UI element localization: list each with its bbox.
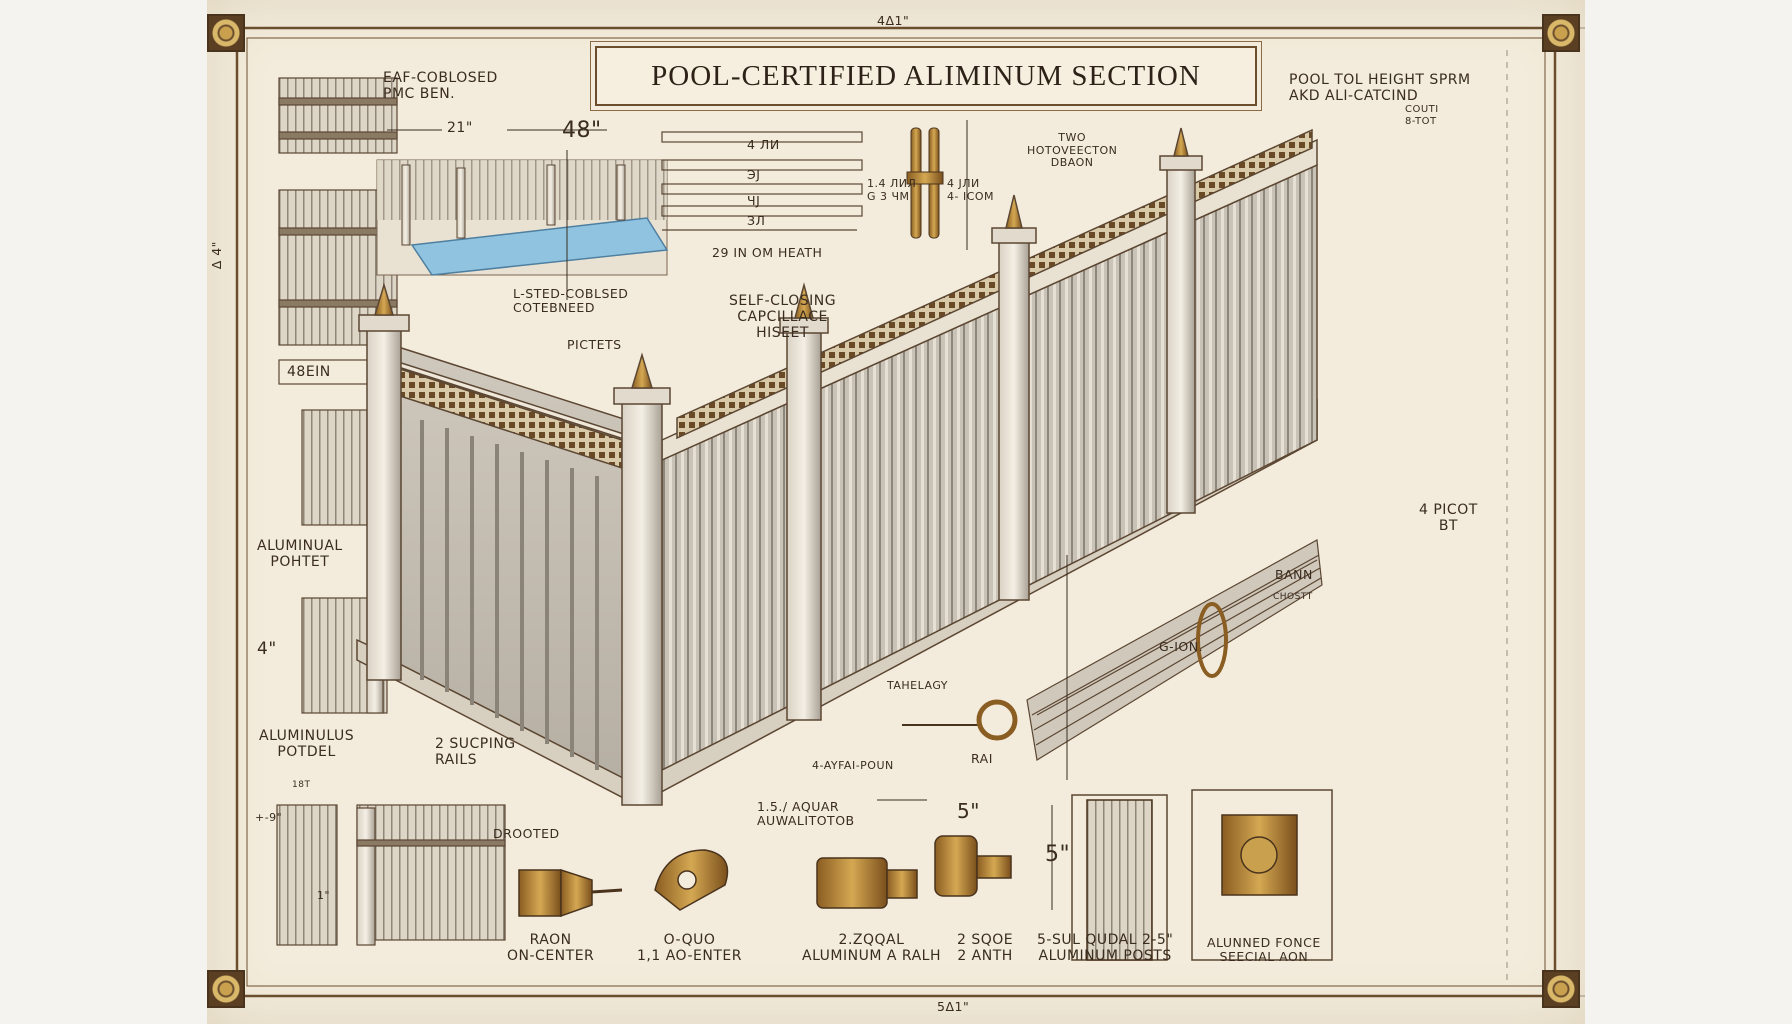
label-bottom-4: 2 SQOE 2 ANTH <box>957 932 1014 965</box>
rail-mark-4: ЗЛ <box>747 213 766 228</box>
dim-5: 5" <box>957 799 980 823</box>
main-fence-assembly <box>356 127 1318 806</box>
thumbnail-fences-left <box>276 77 506 946</box>
rail-mark-2: ЭЈ <box>747 167 761 182</box>
frame-mark-bottom: 5Δ1" <box>937 999 970 1014</box>
label-bottom-1: RAON ON-CENTER <box>507 932 595 965</box>
label-four-picot: 4 PICOT BT <box>1419 502 1478 535</box>
dimension-lines <box>387 50 1508 980</box>
label-small-9: +-9" <box>255 811 283 824</box>
blueprint-drawing <box>207 26 1585 998</box>
frame-mark-top: 4Δ1" <box>877 13 910 28</box>
label-alum-picket: ALUMINUAL POHTET <box>257 538 343 571</box>
label-two-hot: TWO HOTOVEECTON DBAON <box>1027 131 1118 170</box>
label-self-closing-center: SELF-CLOSING CAPCILLACE HISEET <box>729 293 837 342</box>
rail-mark-1: 4 ЛИ <box>747 137 780 152</box>
label-small-1: 1" <box>317 889 331 902</box>
dim-29: 29 IN OM HEATH <box>712 245 823 260</box>
label-tahelagy: TAHELAGY <box>887 679 949 692</box>
label-side-4: 4" <box>257 639 277 659</box>
label-bann-small: CHOSTT <box>1273 592 1313 602</box>
label-bottom-2: O-QUO 1,1 AO-ENTER <box>637 932 742 965</box>
label-gion: G-ION. <box>1159 639 1204 654</box>
label-bottom-6: ALUNNED FONCE SEECIAL AON <box>1207 935 1321 965</box>
label-top-right-small: COUTI 8-TOT <box>1405 104 1439 127</box>
dim-48: 48" <box>562 118 602 143</box>
dim-5b: 5" <box>1045 842 1071 867</box>
label-self-closing-left: L-STED-COBLSED COTEBNEED <box>513 286 629 316</box>
label-alum-panel: ALUMINULUS POTDEL <box>259 728 355 761</box>
label-aqual: 1.5./ AQUAR AUWALITOTOB <box>757 799 855 829</box>
label-drotted: DROOTED <box>493 826 560 841</box>
blueprint-sheet: POOL-CERTIFIED ALIMINUM SECTION 4Δ1" 5Δ1… <box>207 0 1585 1024</box>
label-small-8t: 18T <box>292 780 311 790</box>
hinge-dim-a: 1.4 ЛИЛ G 3 ЧМ <box>867 177 917 203</box>
corner-bolt-icon <box>207 14 245 52</box>
dim-21: 21" <box>447 120 473 136</box>
corner-bolt-icon <box>1542 14 1580 52</box>
corner-bolt-icon <box>207 970 245 1008</box>
page-title: POOL-CERTIFIED ALIMINUM SECTION <box>651 59 1201 92</box>
label-bottom-5: 5-SUL QUDAL 2-5" ALUMINUM POSTS <box>1037 932 1174 965</box>
pool-sketch-icon <box>376 159 669 276</box>
hinge-icon <box>906 127 944 239</box>
label-bann: BANN <box>1275 567 1313 582</box>
label-top-left: EAF-COBLOSED PMC BEN. <box>383 70 498 103</box>
label-bottom-3: 2.ZQQAL ALUMINUM A RALH <box>802 932 941 965</box>
label-48: 48EIN <box>287 364 331 380</box>
title-box: POOL-CERTIFIED ALIMINUM SECTION <box>595 46 1257 106</box>
frame-mark-left: Δ 4" <box>208 241 224 270</box>
corner-bolt-icon <box>1542 970 1580 1008</box>
hardware-row <box>518 789 1333 961</box>
label-ayfpoun: 4-AYFAI-POUN <box>812 759 894 772</box>
latch-pin-icon <box>902 699 1018 741</box>
label-two-rails: 2 SUCPING RAILS <box>435 736 516 769</box>
label-pickets: PICTETS <box>567 337 622 352</box>
label-top-right: POOL TOL HEIGHT SPRM AKD ALI-CATCIND <box>1289 72 1471 105</box>
rail-mark-3: ЧЈ <box>747 193 761 208</box>
rail-bundle-icon <box>1026 539 1323 761</box>
rail-elevation <box>661 131 863 231</box>
label-rai: RAI <box>971 751 993 766</box>
hinge-dim-b: 4 ЈЛИ 4- ICOM <box>947 177 995 203</box>
sheet-frame <box>207 26 1585 998</box>
